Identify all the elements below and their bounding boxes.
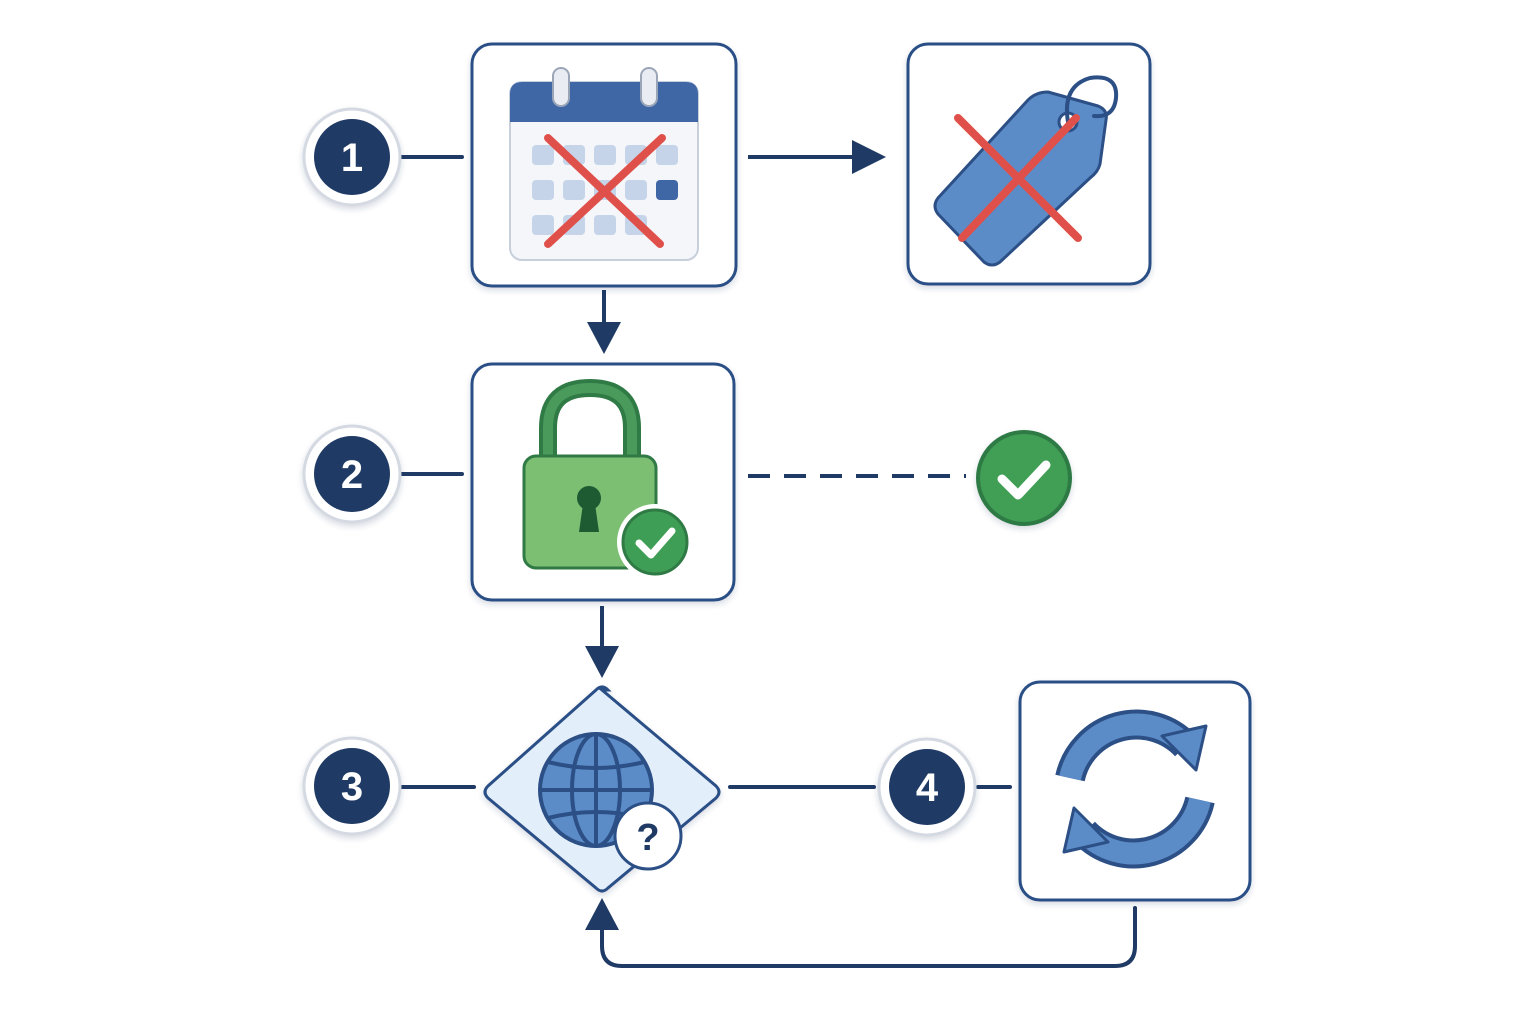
loop-back-connector: [600, 906, 1137, 968]
step-number-4: 4: [916, 766, 939, 810]
padlock-box: [470, 362, 736, 602]
arrow-calendar-to-padlock-head: [587, 322, 621, 354]
step-number-2: 2: [341, 453, 363, 497]
arrow-calendar-to-tag-head: [852, 140, 886, 174]
step-badge-2: 2: [302, 424, 402, 524]
step-badge-1: 1: [302, 107, 402, 207]
step-badge-4: 4: [877, 737, 977, 837]
question-mark: ?: [636, 817, 659, 859]
arrow-padlock-to-globe-head: [585, 646, 619, 678]
price-tag-box: [906, 42, 1152, 286]
connectors: [398, 155, 1137, 968]
question-badge: ?: [613, 801, 683, 871]
arrows: [585, 140, 886, 930]
calendar-cancel-icon: [509, 67, 699, 261]
globe-decision-diamond: ?: [483, 685, 721, 893]
globe-question-icon: ?: [538, 732, 683, 871]
refresh-cycle-icon: [1055, 709, 1215, 869]
step-number-3: 3: [341, 765, 363, 809]
arrow-loop-to-globe-head: [585, 898, 619, 930]
padlock-check-icon: [522, 378, 693, 580]
padlock-check-badge: [617, 504, 693, 580]
calendar-box: [470, 42, 738, 288]
step-badge-3: 3: [302, 736, 402, 836]
price-tag-cancel-icon: [933, 75, 1119, 267]
step-number-1: 1: [341, 136, 363, 180]
refresh-box: [1018, 680, 1252, 902]
check-circle-icon: [976, 430, 1072, 526]
